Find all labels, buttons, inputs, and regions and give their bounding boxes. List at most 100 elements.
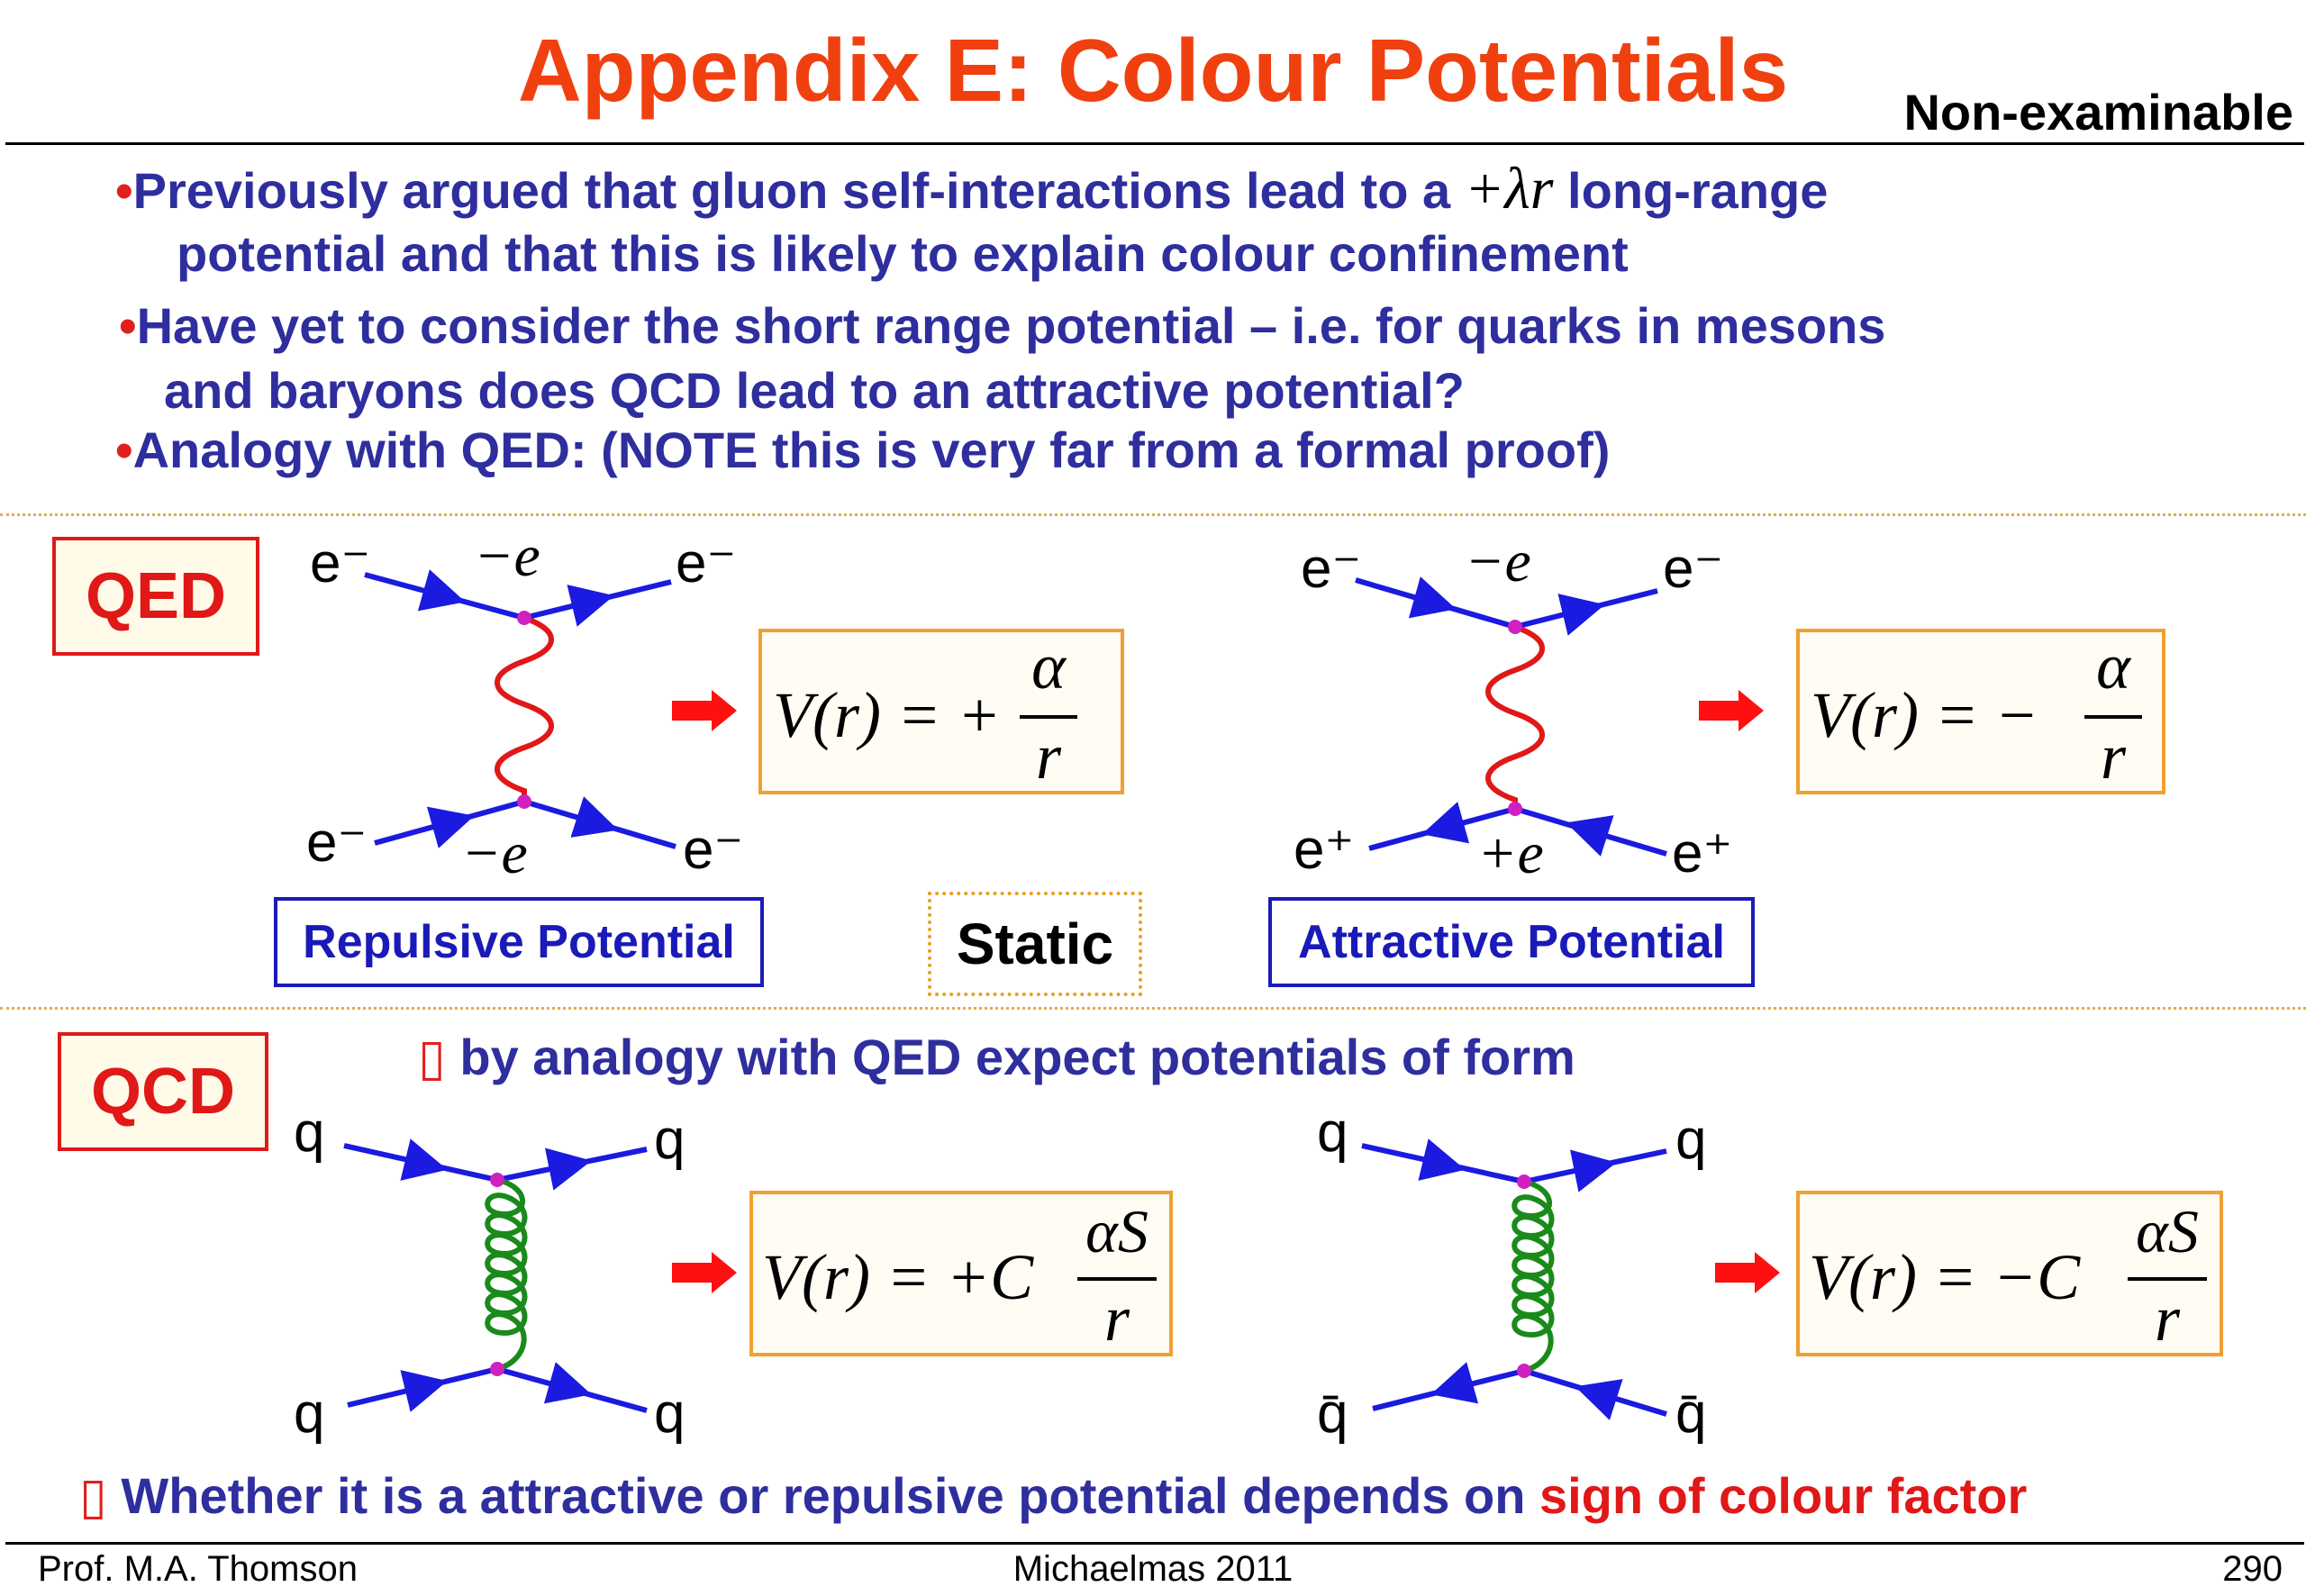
fermion-arrow <box>1557 594 1605 636</box>
eq-numerator: α <box>1031 632 1067 703</box>
vertex <box>1508 802 1522 816</box>
static-label: Static <box>928 892 1142 996</box>
footer-divider <box>5 1542 2304 1545</box>
gluon-line <box>1512 1179 1555 1374</box>
qcd-right-bot-right-label: q̄ <box>1675 1383 1707 1445</box>
qed-left-top-right-label: e⁻ <box>676 532 737 594</box>
fermion-arrow <box>1408 576 1457 619</box>
eq-denominator: r <box>1104 1283 1130 1353</box>
vertex <box>1517 1174 1531 1189</box>
header-divider <box>5 142 2304 145</box>
bullet-1-line-2: potential and that this is likely to exp… <box>177 225 1629 282</box>
qed-right-top-right-label: e⁻ <box>1663 538 1724 600</box>
bullet-2: •Have yet to consider the short range po… <box>119 297 1886 354</box>
fermion-arrow <box>567 585 614 627</box>
vertex <box>517 611 531 625</box>
eq-lhs: V(r) = + <box>773 679 1001 751</box>
attractive-potential-label: Attractive Potential <box>1268 897 1755 987</box>
implies-icon: ▯ <box>79 1467 107 1524</box>
qcd-minus-equation: V(r) = −C αS r <box>1796 1191 2223 1356</box>
qed-right-bot-left-label: e⁺ <box>1294 819 1355 881</box>
vertex <box>1517 1364 1531 1378</box>
page-title: Appendix E: Colour Potentials <box>517 21 1789 120</box>
vertex <box>490 1173 504 1187</box>
implies-icon: ▯ <box>418 1029 446 1085</box>
lambda-r-math: +λr <box>1464 156 1554 222</box>
qed-attractive-equation: V(r) = − α r <box>1796 629 2165 794</box>
right-arrow-icon <box>672 690 737 731</box>
qed-right-top-charge: −e <box>1465 529 1531 594</box>
vertex <box>490 1362 504 1376</box>
fermion-arrow <box>1430 1362 1479 1404</box>
qcd-left-top-left-label: q <box>294 1102 325 1164</box>
fermion-arrow <box>543 1362 592 1404</box>
photon-line <box>495 615 554 802</box>
eq-lhs: V(r) = −C <box>1809 1241 2081 1313</box>
right-arrow-icon <box>1715 1252 1780 1293</box>
qed-left-bot-left-label: e⁻ <box>306 812 368 874</box>
qed-repulsive-diagram <box>364 569 676 849</box>
qcd-intro: ▯ by analogy with QED expect potentials … <box>418 1029 1575 1085</box>
eq-denominator: r <box>2101 721 2127 791</box>
eq-numerator: αS <box>1085 1197 1148 1265</box>
gluon-line <box>485 1177 528 1372</box>
fermion-arrow <box>570 796 619 838</box>
qed-tag: QED <box>52 537 259 656</box>
qcd-right-top-left-label: q <box>1317 1102 1348 1164</box>
equation-render: V(r) = + α r <box>773 630 1077 793</box>
qed-right-bot-charge: +e <box>1477 821 1544 886</box>
section-divider-qed <box>0 513 2306 516</box>
fermion-arrow <box>417 569 466 612</box>
qed-left-top-charge: −e <box>474 523 540 589</box>
qed-attractive-diagram <box>1355 576 1667 857</box>
fermion-arrow <box>1575 1379 1623 1420</box>
eq-lhs: V(r) = − <box>1811 679 2038 751</box>
fermion-arrow <box>400 1370 448 1412</box>
qcd-left-diagram <box>343 1138 648 1413</box>
equation-render: V(r) = +C αS r <box>762 1197 1157 1355</box>
qed-repulsive-equation: V(r) = + α r <box>758 629 1124 794</box>
photon-line <box>1485 624 1545 809</box>
fermion-arrow <box>426 806 475 848</box>
eq-denominator: r <box>2155 1283 2181 1353</box>
footer-term: Michaelmas 2011 <box>1012 1549 1294 1589</box>
fermion-arrow <box>1421 802 1470 844</box>
footer-page-number: 290 <box>2222 1549 2283 1589</box>
eq-lhs: V(r) = +C <box>762 1241 1034 1313</box>
bullet-1: •Previously argued that gluon self-inter… <box>115 156 1829 222</box>
fermion-arrow <box>544 1147 592 1191</box>
fermion-arrow <box>1569 1149 1617 1192</box>
right-arrow-icon <box>672 1252 737 1293</box>
qed-left-bot-right-label: e⁻ <box>683 819 744 881</box>
vertex <box>517 794 531 809</box>
equation-render: V(r) = −C αS r <box>1809 1197 2207 1355</box>
footer-author: Prof. M.A. Thomson <box>38 1549 358 1589</box>
right-arrow-icon <box>1699 690 1764 731</box>
qcd-tag: QCD <box>58 1032 268 1151</box>
qcd-left-bot-right-label: q <box>654 1383 685 1445</box>
qed-right-bot-right-label: e⁺ <box>1672 822 1733 884</box>
qcd-left-top-right-label: q <box>654 1109 685 1171</box>
colour-factor-highlight: sign of colour factor <box>1539 1467 2028 1524</box>
bullet-3: •Analogy with QED: (NOTE this is very fa… <box>115 422 1611 478</box>
non-examinable-tag: Non-examinable <box>1903 84 2293 141</box>
fermion-arrow <box>1566 815 1614 857</box>
repulsive-potential-label: Repulsive Potential <box>274 897 764 987</box>
vertex <box>1508 620 1522 634</box>
section-divider-qcd <box>0 1007 2306 1010</box>
qcd-right-top-right-label: q <box>1675 1109 1707 1171</box>
qcd-left-bot-left-label: q <box>294 1383 325 1445</box>
qed-right-top-left-label: e⁻ <box>1301 538 1362 600</box>
bullet-2-line-2: and baryons does QCD lead to an attracti… <box>164 362 1465 419</box>
eq-numerator: αS <box>2136 1197 2199 1265</box>
qcd-plus-equation: V(r) = +C αS r <box>749 1191 1173 1356</box>
fermion-arrow <box>1418 1138 1466 1181</box>
fermion-arrow <box>400 1138 448 1181</box>
equation-render: V(r) = − α r <box>1811 630 2142 793</box>
qcd-right-bot-left-label: q̄ <box>1317 1383 1348 1445</box>
conclusion-line: ▯ Whether it is a attractive or repulsiv… <box>79 1467 2028 1524</box>
qcd-right-diagram <box>1361 1138 1667 1420</box>
qed-left-top-left-label: e⁻ <box>310 532 371 594</box>
eq-numerator: α <box>2096 632 2131 703</box>
qed-left-bot-charge: −e <box>461 821 528 886</box>
